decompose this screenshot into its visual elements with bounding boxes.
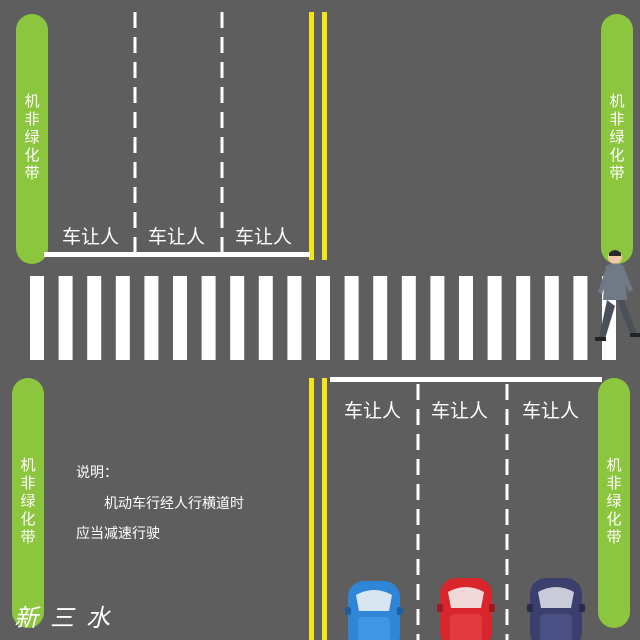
zebra-stripe <box>544 276 559 360</box>
car-navy-icon <box>527 578 585 640</box>
green-belt-label-bottom-left: 机非绿化带 <box>20 456 36 546</box>
zebra-stripe <box>144 276 159 360</box>
center-double-yellow-top <box>309 12 327 260</box>
car-red-icon <box>437 578 495 640</box>
car-blue-icon <box>345 581 403 640</box>
lane-divider-dashed-bottom <box>416 384 509 640</box>
zebra-stripe <box>173 276 187 360</box>
zebra-stripe <box>487 276 502 360</box>
green-belt-bottom-right <box>598 378 630 628</box>
zebra-stripe <box>459 276 473 360</box>
yield-label-bottom-lane-3: 车让人 <box>522 400 580 422</box>
stop-line-top <box>44 252 310 257</box>
stop-line-bottom <box>330 377 602 382</box>
yield-label-top-lane-3: 车让人 <box>235 226 293 248</box>
zebra-stripe <box>573 276 588 360</box>
zebra-stripe <box>316 276 330 360</box>
yield-label-bottom-lane-1: 车让人 <box>344 400 402 422</box>
note-line-2: 应当减速行驶 <box>76 526 160 542</box>
zebra-stripe <box>516 276 531 360</box>
yield-label-top-lane-1: 车让人 <box>62 226 120 248</box>
yield-label-top-lane-2: 车让人 <box>148 226 206 248</box>
zebra-stripe <box>87 276 102 360</box>
zebra-stripe <box>258 276 273 360</box>
zebra-stripe <box>430 276 445 360</box>
zebra-stripe <box>30 276 44 360</box>
watermark-logo: 新三水 <box>14 604 122 632</box>
zebra-stripe <box>287 276 302 360</box>
lane-divider-dashed-top <box>133 12 224 252</box>
green-belt-bottom-left <box>12 378 44 628</box>
pedestrian-icon <box>595 250 640 341</box>
zebra-stripe <box>201 276 216 360</box>
green-belt-label-bottom-right: 机非绿化带 <box>606 456 622 546</box>
note-line-1: 机动车行经人行横道时 <box>104 496 244 512</box>
green-belt-top-left <box>16 14 48 264</box>
green-belt-label-top-right: 机非绿化带 <box>609 92 625 182</box>
green-belt-label-top-left: 机非绿化带 <box>24 92 40 182</box>
zebra-stripe <box>373 276 388 360</box>
zebra-crossing <box>30 276 616 360</box>
center-double-yellow-bottom <box>309 378 327 640</box>
note-title: 说明： <box>76 465 118 481</box>
zebra-stripe <box>401 276 416 360</box>
green-belt-top-right <box>601 14 633 264</box>
yield-label-bottom-lane-2: 车让人 <box>431 400 489 422</box>
zebra-stripe <box>344 276 359 360</box>
zebra-stripe <box>115 276 130 360</box>
zebra-stripe <box>58 276 73 360</box>
zebra-stripe <box>230 276 245 360</box>
